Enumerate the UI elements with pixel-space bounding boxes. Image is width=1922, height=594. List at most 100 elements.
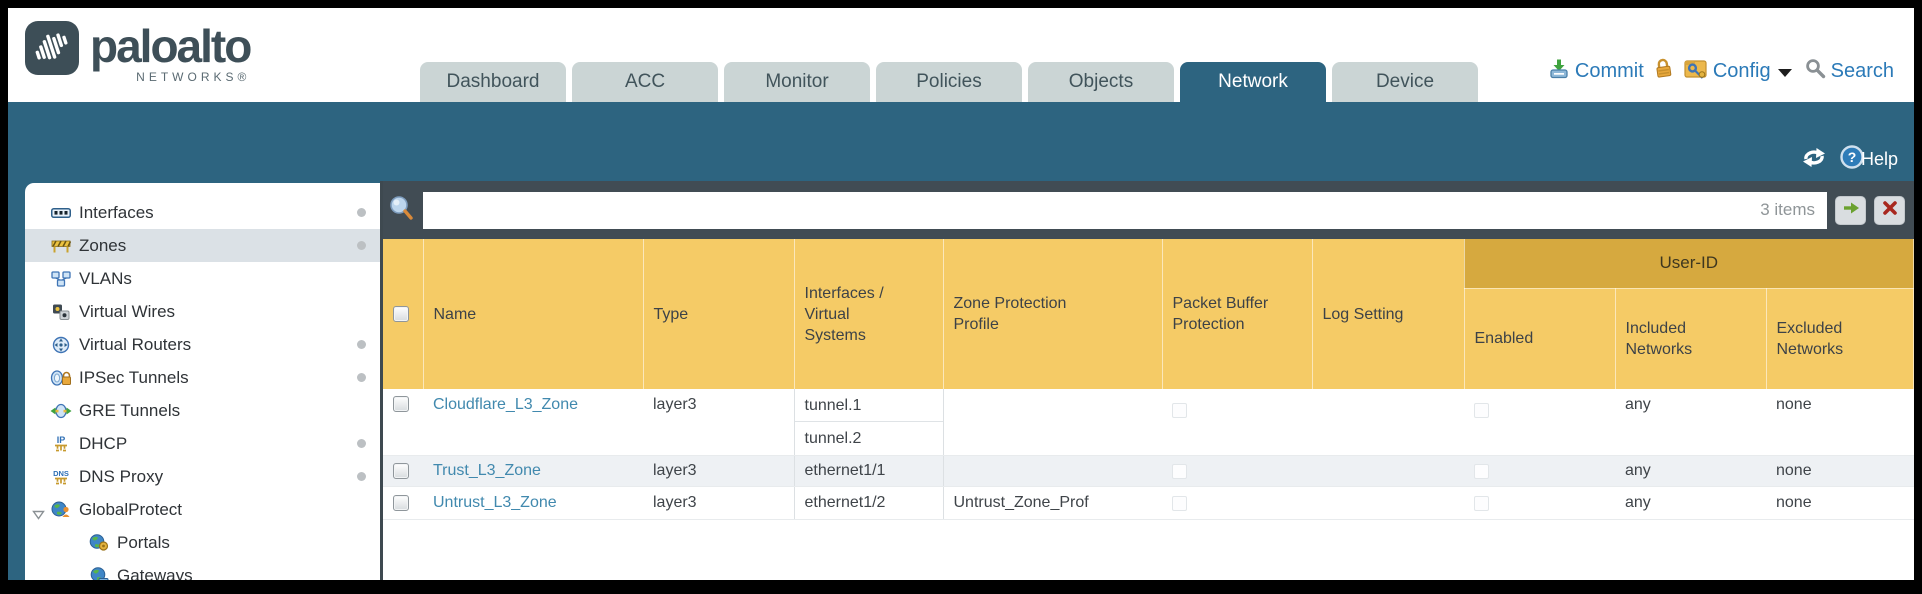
select-all-checkbox[interactable] — [393, 306, 409, 322]
sidebar-item-zones[interactable]: Zones — [25, 229, 380, 262]
zone-interfaces-cell: tunnel.1 tunnel.2 — [793, 389, 944, 456]
zone-name-link[interactable]: Untrust_L3_Zone — [433, 494, 557, 511]
filter-text-field[interactable] — [431, 191, 1761, 229]
red-x-icon — [1882, 200, 1898, 221]
search-icon — [1805, 58, 1826, 85]
column-header-interfaces[interactable]: Interfaces / Virtual Systems — [794, 239, 944, 389]
tab-monitor[interactable]: Monitor — [724, 62, 870, 102]
clear-filter-button[interactable] — [1874, 195, 1905, 225]
zone-name-link[interactable]: Cloudflare_L3_Zone — [433, 396, 578, 413]
sidebar-item-gre-tunnels[interactable]: GRE Tunnels — [25, 394, 380, 427]
sidebar-item-label: Gateways — [117, 565, 193, 581]
svg-text:?: ? — [1848, 149, 1857, 165]
zone-type-cell: layer3 — [643, 486, 794, 520]
virtual-wires-icon — [49, 304, 73, 320]
column-header-packet-buffer-protection[interactable]: Packet Buffer Protection — [1162, 239, 1313, 389]
tab-acc[interactable]: ACC — [572, 62, 718, 102]
zone-name-link[interactable]: Trust_L3_Zone — [433, 462, 541, 479]
sidebar-item-portals[interactable]: Portals — [25, 526, 380, 559]
tab-dashboard[interactable]: Dashboard — [420, 62, 566, 102]
sidebar-item-globalprotect[interactable]: GlobalProtect — [25, 493, 380, 526]
status-dot — [357, 439, 366, 448]
table-row: Cloudflare_L3_Zone layer3 tunnel.1 tunne… — [383, 389, 1914, 456]
search-label: Search — [1830, 60, 1894, 82]
included-networks-cell: any — [1615, 486, 1766, 520]
app-header: paloalto NETWORKS® Dashboard ACC Monitor… — [8, 8, 1914, 102]
status-dot — [357, 241, 366, 250]
config-button[interactable]: Config — [1683, 58, 1796, 86]
table-row: Untrust_L3_Zone layer3 ethernet1/2 Untru… — [383, 486, 1914, 520]
zone-interfaces-cell: ethernet1/1 — [793, 455, 944, 487]
expander-triangle-icon[interactable] — [32, 505, 45, 525]
zone-type-cell: layer3 — [643, 389, 794, 456]
tab-objects[interactable]: Objects — [1028, 62, 1174, 102]
header-utilities: Commit — [1548, 57, 1894, 86]
zone-interfaces-cell: ethernet1/2 — [793, 486, 944, 520]
main-tabs: Dashboard ACC Monitor Policies Objects N… — [420, 62, 1478, 102]
column-header-excluded-networks[interactable]: Excluded Networks — [1766, 288, 1914, 389]
search-button[interactable]: Search — [1805, 58, 1894, 85]
sidebar-item-virtual-routers[interactable]: Virtual Routers — [25, 328, 380, 361]
paloalto-logo: paloalto NETWORKS® — [24, 20, 252, 84]
row-checkbox[interactable] — [393, 495, 409, 511]
ipsec-tunnels-icon — [49, 369, 73, 386]
portals-icon — [87, 534, 111, 551]
sidebar-item-gateways[interactable]: Gateways — [25, 559, 380, 580]
gre-tunnels-icon — [49, 403, 73, 419]
refresh-icon — [1801, 147, 1827, 172]
sidebar-item-ipsec-tunnels[interactable]: IPSec Tunnels — [25, 361, 380, 394]
select-all-header — [383, 239, 424, 389]
apply-filter-button[interactable] — [1835, 195, 1866, 225]
lock-icon[interactable] — [1653, 57, 1674, 86]
zone-protection-profile-cell: Untrust_Zone_Prof — [943, 486, 1162, 520]
user-id-enabled-checkbox — [1474, 495, 1489, 511]
column-header-enabled[interactable]: Enabled — [1464, 288, 1616, 389]
green-arrow-icon — [1842, 201, 1860, 220]
filter-search-icon — [388, 194, 415, 227]
commit-button[interactable]: Commit — [1548, 58, 1644, 86]
sidebar-item-vlans[interactable]: VLANs — [25, 262, 380, 295]
status-dot — [357, 340, 366, 349]
dns-proxy-icon: DNS — [49, 468, 73, 486]
row-checkbox[interactable] — [393, 463, 409, 479]
brand-subtitle: NETWORKS® — [136, 70, 251, 84]
commit-label: Commit — [1574, 60, 1644, 82]
network-sidebar: Interfaces Zones — [25, 183, 380, 580]
column-header-zone-protection-profile[interactable]: Zone Protection Profile — [943, 239, 1163, 389]
sidebar-item-label: VLANs — [79, 268, 132, 288]
row-checkbox[interactable] — [393, 396, 409, 412]
column-header-name[interactable]: Name — [423, 239, 644, 389]
sidebar-item-interfaces[interactable]: Interfaces — [25, 196, 380, 229]
tab-policies[interactable]: Policies — [876, 62, 1022, 102]
dhcp-icon: IP — [49, 435, 73, 453]
help-button[interactable]: ? Help — [1840, 145, 1898, 174]
tab-device[interactable]: Device — [1332, 62, 1478, 102]
content-body: Interfaces Zones — [8, 181, 1914, 580]
interfaces-icon — [49, 206, 73, 220]
column-header-log-setting[interactable]: Log Setting — [1312, 239, 1465, 389]
status-dot — [357, 208, 366, 217]
filter-input[interactable]: 3 items — [423, 191, 1827, 229]
sidebar-item-label: DNS Proxy — [79, 466, 164, 486]
packet-buffer-protection-checkbox — [1172, 403, 1187, 418]
zones-icon — [49, 238, 73, 253]
globalprotect-icon — [49, 501, 73, 518]
excluded-networks-cell: none — [1766, 486, 1914, 520]
status-dot — [357, 373, 366, 382]
refresh-button[interactable] — [1801, 147, 1827, 173]
commit-icon — [1548, 58, 1570, 86]
sidebar-item-dhcp[interactable]: IP DHCP — [25, 427, 380, 460]
table-row: Trust_L3_Zone layer3 ethernet1/1 any non… — [383, 455, 1914, 487]
sidebar-item-label: Portals — [117, 532, 170, 552]
log-setting-cell — [1312, 486, 1464, 520]
help-icon: ? — [1840, 145, 1864, 174]
svg-text:DNS: DNS — [53, 469, 69, 478]
tab-network[interactable]: Network — [1180, 62, 1326, 102]
column-header-included-networks[interactable]: Included Networks — [1615, 288, 1767, 389]
sidebar-item-virtual-wires[interactable]: Virtual Wires — [25, 295, 380, 328]
sidebar-item-dns-proxy[interactable]: DNS DNS Proxy — [25, 460, 380, 493]
sidebar-item-label: Virtual Routers — [79, 334, 192, 354]
packet-buffer-protection-checkbox — [1172, 495, 1187, 511]
svg-text:IP: IP — [57, 435, 66, 445]
column-header-type[interactable]: Type — [643, 239, 795, 389]
